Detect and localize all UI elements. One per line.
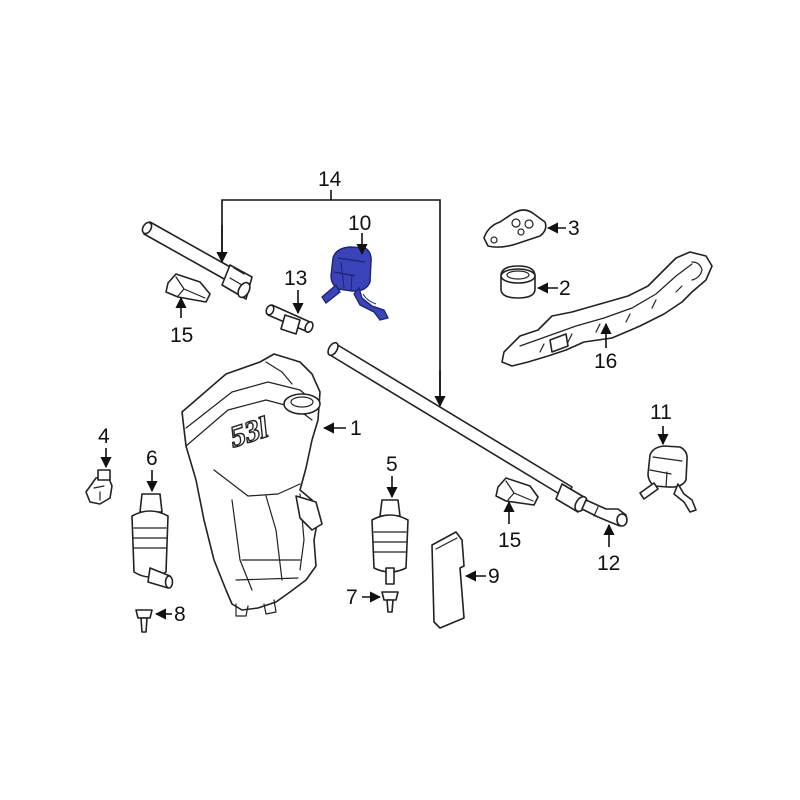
valve-11 [639,426,697,513]
callout-9: 9 [488,565,500,588]
screw-8 [135,608,172,633]
clip-15-left [165,273,211,318]
callout-11: 11 [650,401,672,424]
clip-15-right [495,477,539,524]
callout-13: 13 [284,267,307,290]
pump-6 [131,470,174,589]
callout-6: 6 [146,447,158,470]
pump-5 [371,476,409,585]
valve-10 [321,233,389,321]
elbow-12 [581,499,628,547]
hose-upper-left [141,221,253,300]
callout-labels: 1 2 3 4 5 6 7 8 9 10 11 12 13 14 15 15 1… [98,168,672,626]
bracket-14 [216,190,446,408]
cover-9 [431,531,486,629]
callout-15-left: 15 [170,324,193,347]
bracket-16 [501,251,713,367]
connector-13 [265,290,314,335]
callout-12: 12 [597,552,620,575]
callout-2: 2 [559,277,571,300]
callout-16: 16 [594,350,617,373]
callout-14: 14 [318,168,342,191]
callout-1: 1 [350,417,362,440]
bracket-3 [483,209,566,248]
callout-5: 5 [386,453,398,476]
callout-3: 3 [568,217,580,240]
fitting-4 [85,448,113,505]
callout-7: 7 [346,586,358,609]
grommet-2 [500,265,558,299]
callout-4: 4 [98,425,110,448]
reservoir-1: 53l [181,353,346,617]
callout-8: 8 [174,603,186,626]
hose-long [327,341,588,513]
callout-10: 10 [348,212,371,235]
screw-7 [362,591,399,613]
callout-15-right: 15 [498,529,521,552]
